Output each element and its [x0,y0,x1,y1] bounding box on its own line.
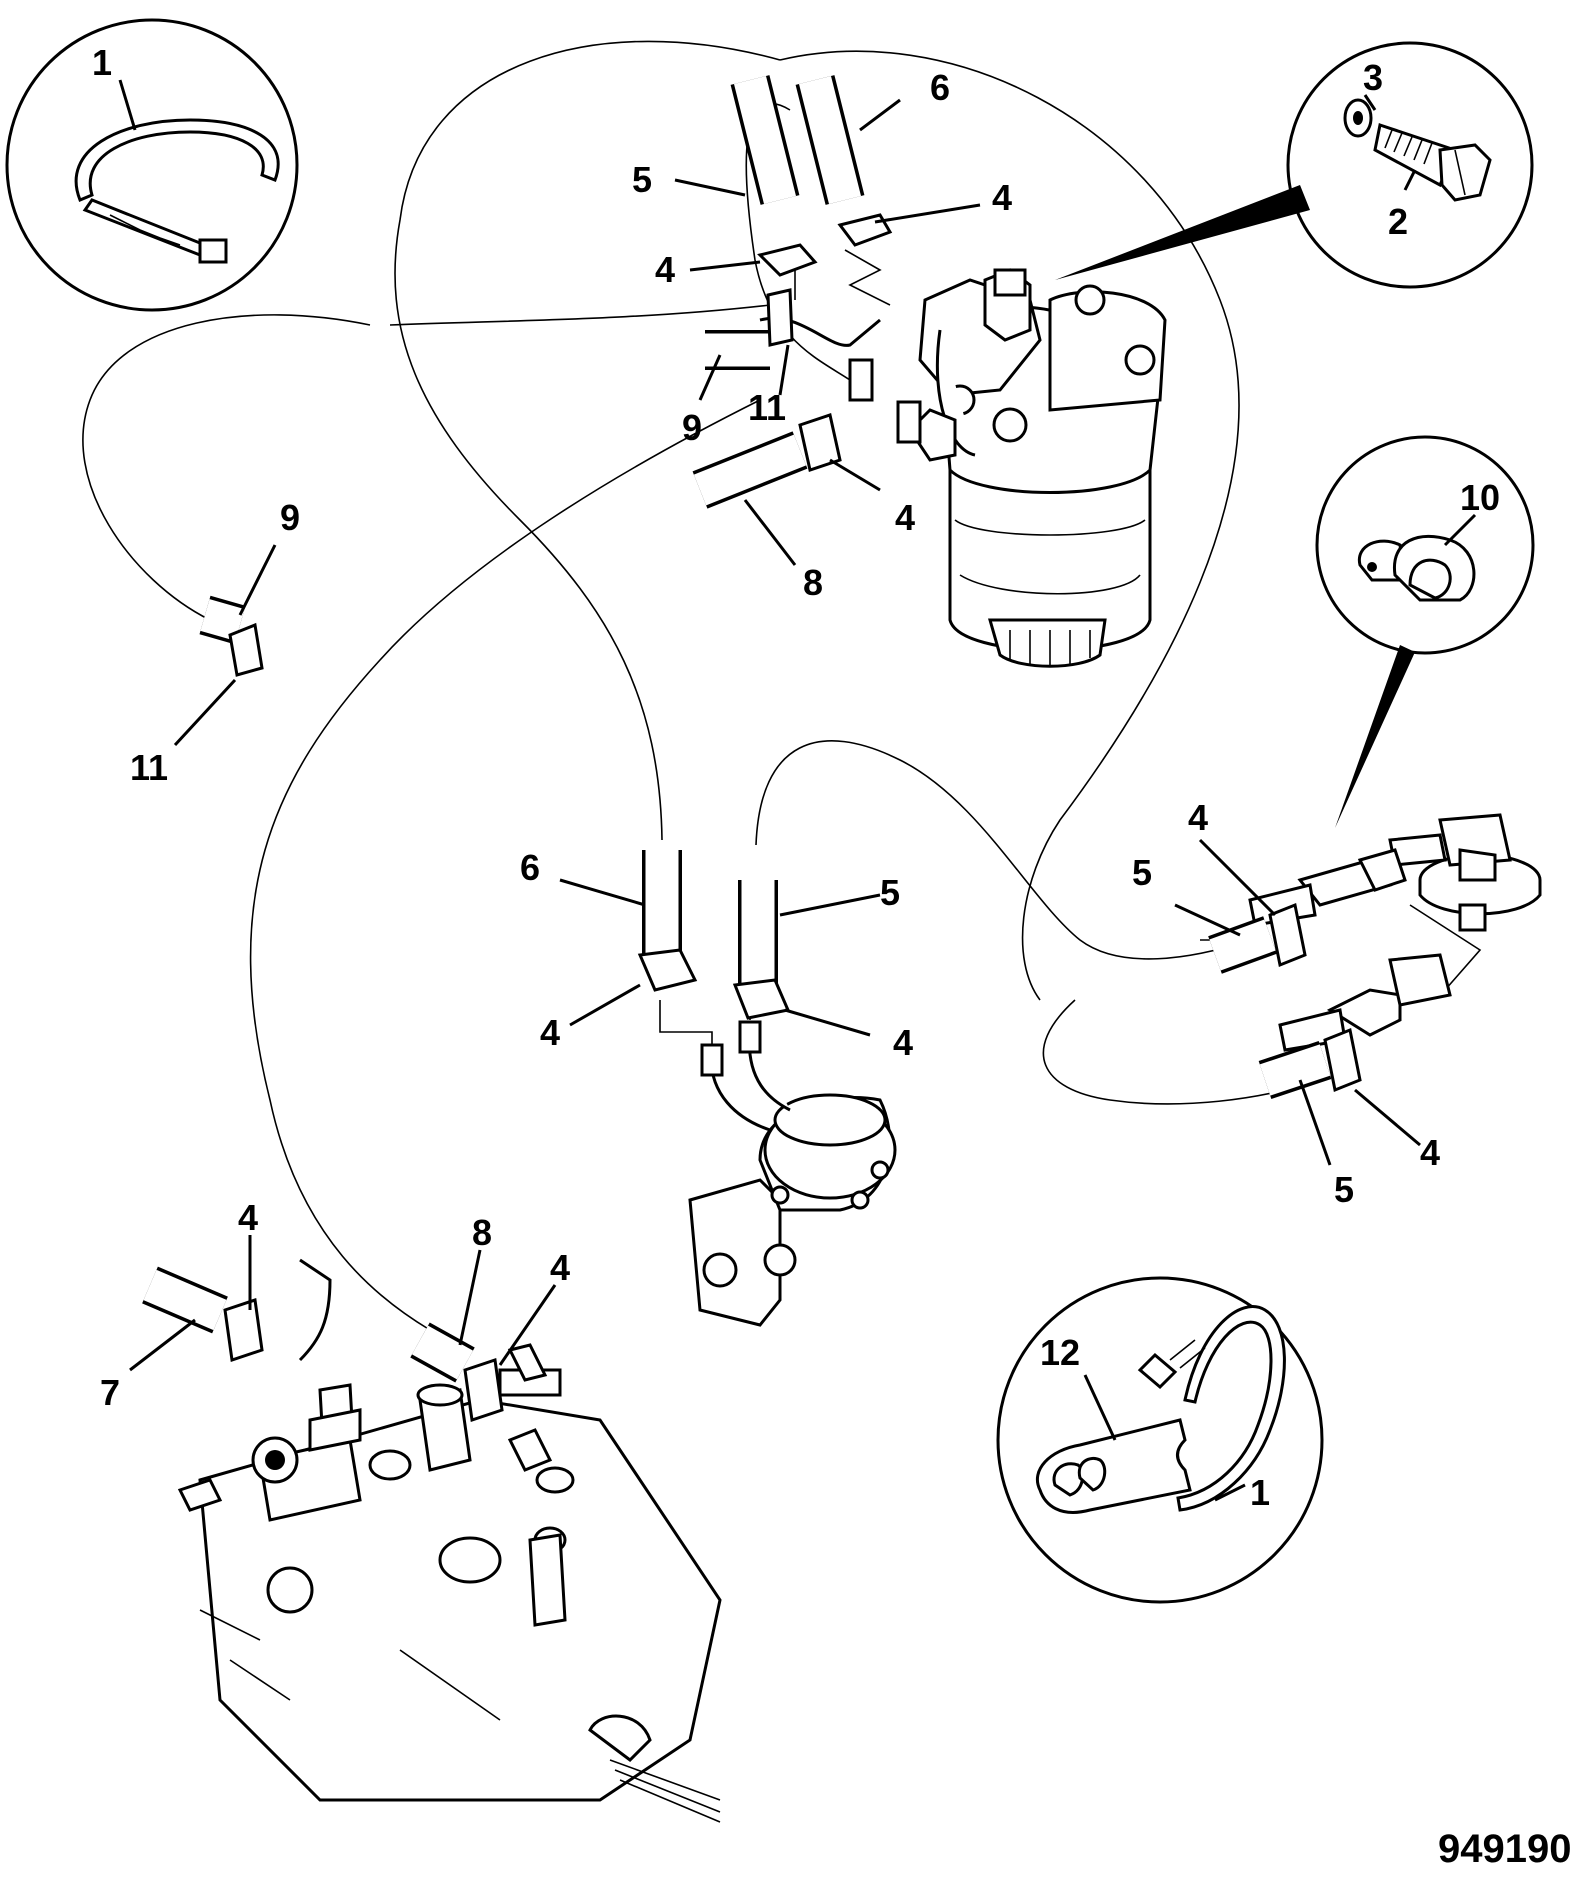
inset-cable-tie [5,18,299,312]
callout-4-pump-left: 4 [540,1012,560,1053]
callout-1-top-left: 1 [92,42,112,83]
callout-10: 10 [1460,477,1500,518]
callout-4-tank-top: 4 [1188,797,1208,838]
inset-bolt-washer [1286,41,1534,289]
callout-1-bottom-right: 1 [1250,1472,1270,1513]
leader-lines [118,79,1477,1502]
callout-labels: 1 3 2 6 5 4 4 9 11 4 8 9 11 10 4 5 6 5 4… [92,42,1571,1871]
callout-11-top: 11 [748,387,786,428]
callout-4-top-right: 4 [992,177,1012,218]
callout-4-filter: 4 [895,497,915,538]
callout-9-left: 9 [280,497,300,538]
callout-4-top-left: 4 [655,249,675,290]
callout-6-pump: 6 [520,847,540,888]
callout-8-inj: 8 [472,1212,492,1253]
inset-harness-clip [996,1276,1324,1604]
callout-4-pump-right: 4 [893,1022,913,1063]
callout-8-top: 8 [803,562,823,603]
callout-5-pump: 5 [880,872,900,913]
fuel-lift-pump [688,1020,897,1327]
callout-2: 2 [1388,201,1408,242]
callout-5-tank-bottom: 5 [1334,1169,1354,1210]
inset-pointers [1055,185,1415,828]
callout-4-tank-bottom: 4 [1420,1132,1440,1173]
fuel-tank-unit [1248,813,1542,1052]
inset-p-clip [1315,435,1535,655]
callout-9-top: 9 [682,407,702,448]
hoses [142,75,1332,1383]
callout-5-top: 5 [632,159,652,200]
callout-4-inj-right: 4 [550,1247,570,1288]
callout-3: 3 [1363,57,1383,98]
callout-6-top: 6 [930,67,950,108]
hose-clips [223,213,1362,1422]
callout-7: 7 [100,1372,120,1413]
figure-number: 949190 [1438,1827,1571,1871]
callout-12: 12 [1040,1332,1080,1373]
callout-5-tank-top: 5 [1132,852,1152,893]
fuel-filter-assembly [759,268,1167,668]
callout-11-left: 11 [130,747,168,788]
callout-4-inj-left: 4 [238,1197,258,1238]
injection-pump [177,1258,722,1823]
